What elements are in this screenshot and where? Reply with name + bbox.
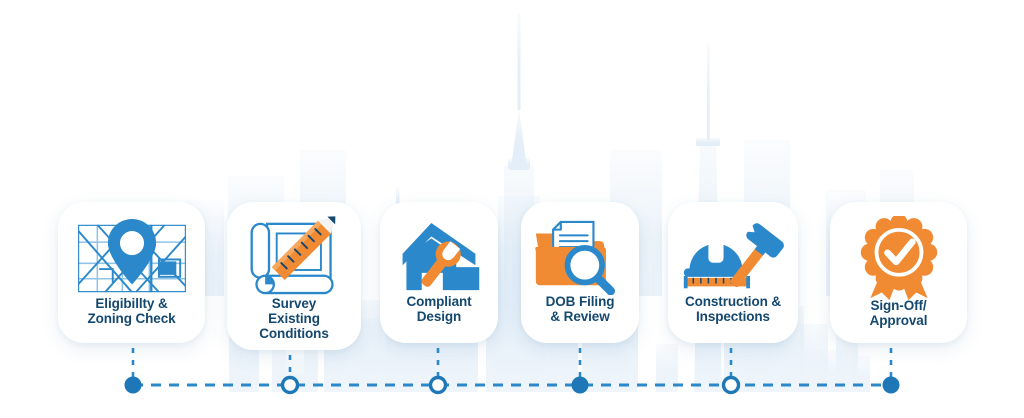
step-card-label: Sign-Off/ Approval [869,298,928,328]
step-card-label: Eligibillty & Zoning Check [87,296,176,326]
house-wrench-icon [380,222,498,294]
step-card-label: Construction & Inspections [684,294,782,324]
step-card-label: DOB Filing & Review [545,294,615,324]
timeline-marker-step-1 [124,376,142,394]
timeline-marker-step-5 [721,375,741,395]
step-card-survey-existing-conditions[interactable]: Survey Existing Conditions [227,202,361,350]
step-card-compliant-design[interactable]: Compliant Design [380,202,498,343]
step-card-signoff-approval[interactable]: Sign-Off/ Approval [830,202,967,343]
hardhat-hammer-icon [668,222,798,294]
step-card-eligibility-zoning-check[interactable]: Eligibillty & Zoning Check [58,202,205,343]
timeline-marker-step-4 [571,376,589,394]
map-pin-icon [58,218,205,296]
step-card-label: Survey Existing Conditions [259,296,329,341]
step-card-construction-inspections[interactable]: Construction & Inspections [668,202,798,343]
step-card-label: Compliant Design [406,294,472,324]
blueprint-ruler-icon [227,215,361,296]
timeline-marker-step-2 [280,375,300,395]
step-card-dob-filing-review[interactable]: DOB Filing & Review [521,202,639,343]
folder-magnifier-icon [521,218,639,295]
award-rosette-check-icon [830,216,967,301]
timeline-marker-step-6 [882,376,900,394]
timeline-marker-step-3 [428,375,448,395]
